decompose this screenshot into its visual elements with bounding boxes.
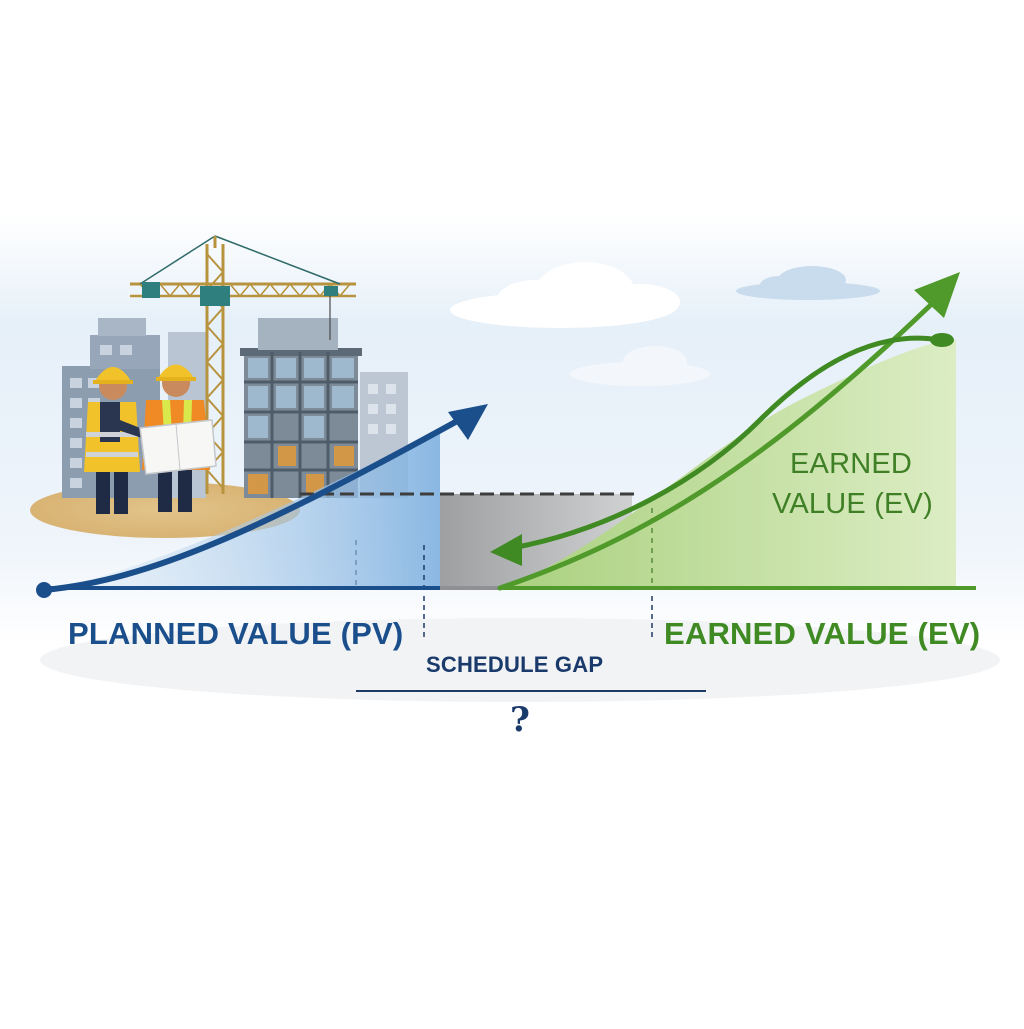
earned-value-curve-back (509, 335, 943, 551)
earned-value-end-dot (930, 333, 954, 347)
planned-value-arrowhead (448, 404, 488, 440)
cloud-icon (736, 266, 880, 300)
planned-value-curve (41, 411, 473, 593)
planned-value-area (60, 430, 440, 588)
question-mark: ? (510, 700, 531, 740)
construction-site-illustration (30, 235, 408, 538)
building-under-construction (240, 318, 362, 498)
ground-shadow (40, 618, 1000, 702)
earned-value-back-arrowhead (490, 534, 522, 566)
earned-value-label: EARNED VALUE (EV) (664, 616, 981, 651)
earned-value-area (500, 340, 956, 588)
planned-value-label: PLANNED VALUE (PV) (68, 616, 404, 651)
earned-value-curve-up (497, 293, 943, 591)
background-windows (368, 384, 396, 434)
cloud-icon (450, 262, 680, 328)
construction-workers-icon (84, 364, 217, 514)
earned-value-inline-label-line2: VALUE (EV) (772, 488, 934, 520)
schedule-gap-label: SCHEDULE GAP (426, 652, 604, 677)
earned-value-inline-label-line1: EARNED (790, 448, 913, 480)
cloud-icon (570, 346, 710, 386)
planned-value-start-dot (36, 582, 52, 598)
earned-value-arrowhead (914, 272, 960, 318)
